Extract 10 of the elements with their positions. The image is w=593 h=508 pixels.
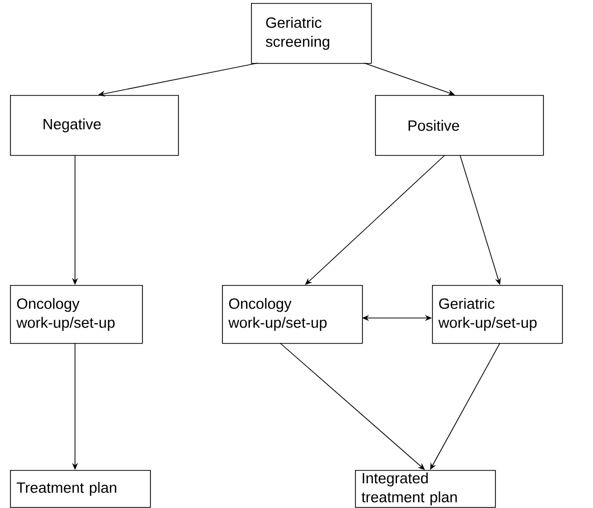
process-box: Treatment plan bbox=[10, 470, 151, 508]
arrow bbox=[305, 154, 446, 285]
process-box: Negative bbox=[10, 95, 179, 156]
process-box: Oncology work-up/set-up bbox=[222, 285, 363, 344]
process-box: Integrated treatment plan bbox=[355, 470, 496, 508]
process-box: Geriatric screening bbox=[251, 3, 372, 64]
arrow bbox=[280, 342, 425, 470]
process-box: Oncology work-up/set-up bbox=[10, 285, 143, 344]
process-box: Geriatric work-up/set-up bbox=[432, 285, 563, 344]
process-box: Positive bbox=[375, 95, 544, 156]
